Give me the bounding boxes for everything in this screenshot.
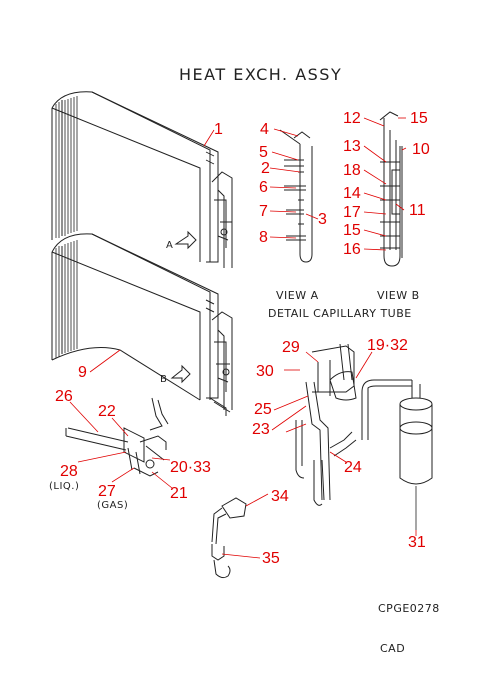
- callout-2: 2: [261, 160, 270, 177]
- upper-heat-exchanger: [51, 91, 233, 268]
- callout-15: 15: [343, 222, 361, 239]
- callout-22: 22: [98, 403, 116, 420]
- callout-28: 28: [60, 463, 78, 480]
- callout-19-32: 19·32: [367, 337, 408, 354]
- liq-note: (LIQ.): [49, 481, 79, 492]
- callout-26: 26: [55, 388, 73, 405]
- callout-numbers: 1 2 3 4 5 6 7 8 9 10 11 12 13 14 15 15 1…: [55, 110, 430, 567]
- callout-29: 29: [282, 339, 300, 356]
- detail-caption: DETAIL CAPILLARY TUBE: [268, 307, 412, 320]
- callout-5: 5: [259, 144, 268, 161]
- callout-31: 31: [408, 534, 426, 551]
- callout-6: 6: [259, 179, 268, 196]
- callout-23: 23: [252, 421, 270, 438]
- view-a-letter: A: [166, 240, 173, 251]
- callout-27: 27: [98, 483, 116, 500]
- diagram-title: HEAT EXCH. ASSY: [179, 65, 342, 84]
- callout-30: 30: [256, 363, 274, 380]
- view-b-label: VIEW B: [377, 289, 420, 302]
- callout-16: 16: [343, 241, 361, 258]
- callout-9: 9: [78, 364, 87, 381]
- view-b-detail: [379, 111, 403, 267]
- callout-35: 35: [262, 550, 280, 567]
- callout-21: 21: [170, 485, 188, 502]
- footer-label: CAD: [380, 642, 405, 655]
- accumulator-tank: [361, 379, 433, 530]
- flare-nut-tubes: [211, 497, 247, 579]
- callout-18: 18: [343, 162, 361, 179]
- callout-15-top: 15: [410, 110, 428, 127]
- callout-3: 3: [318, 211, 327, 228]
- callout-25: 25: [254, 401, 272, 418]
- callout-34: 34: [271, 488, 289, 505]
- callout-4: 4: [260, 121, 269, 138]
- view-a-label: VIEW A: [276, 289, 319, 302]
- view-b-marker: B: [160, 364, 191, 385]
- callout-11: 11: [409, 202, 426, 219]
- drawing-code: CPGE0278: [378, 602, 440, 615]
- view-b-letter: B: [160, 374, 167, 385]
- callout-1: 1: [214, 121, 223, 138]
- callout-14: 14: [343, 185, 361, 202]
- callout-10: 10: [412, 141, 430, 158]
- callout-20-33: 20·33: [170, 459, 211, 476]
- callout-12: 12: [343, 110, 361, 127]
- callout-7: 7: [259, 203, 268, 220]
- gas-note: (GAS): [97, 500, 128, 511]
- accumulator-piping: [295, 343, 357, 506]
- callout-8: 8: [259, 229, 268, 246]
- callout-17: 17: [343, 204, 361, 221]
- lower-heat-exchanger: [51, 233, 233, 416]
- valve-assembly: [65, 397, 169, 477]
- callout-13: 13: [343, 138, 361, 155]
- leader-lines: [69, 117, 417, 559]
- callout-24: 24: [344, 459, 362, 476]
- view-a-marker: A: [166, 230, 197, 251]
- view-a-detail: [279, 129, 313, 263]
